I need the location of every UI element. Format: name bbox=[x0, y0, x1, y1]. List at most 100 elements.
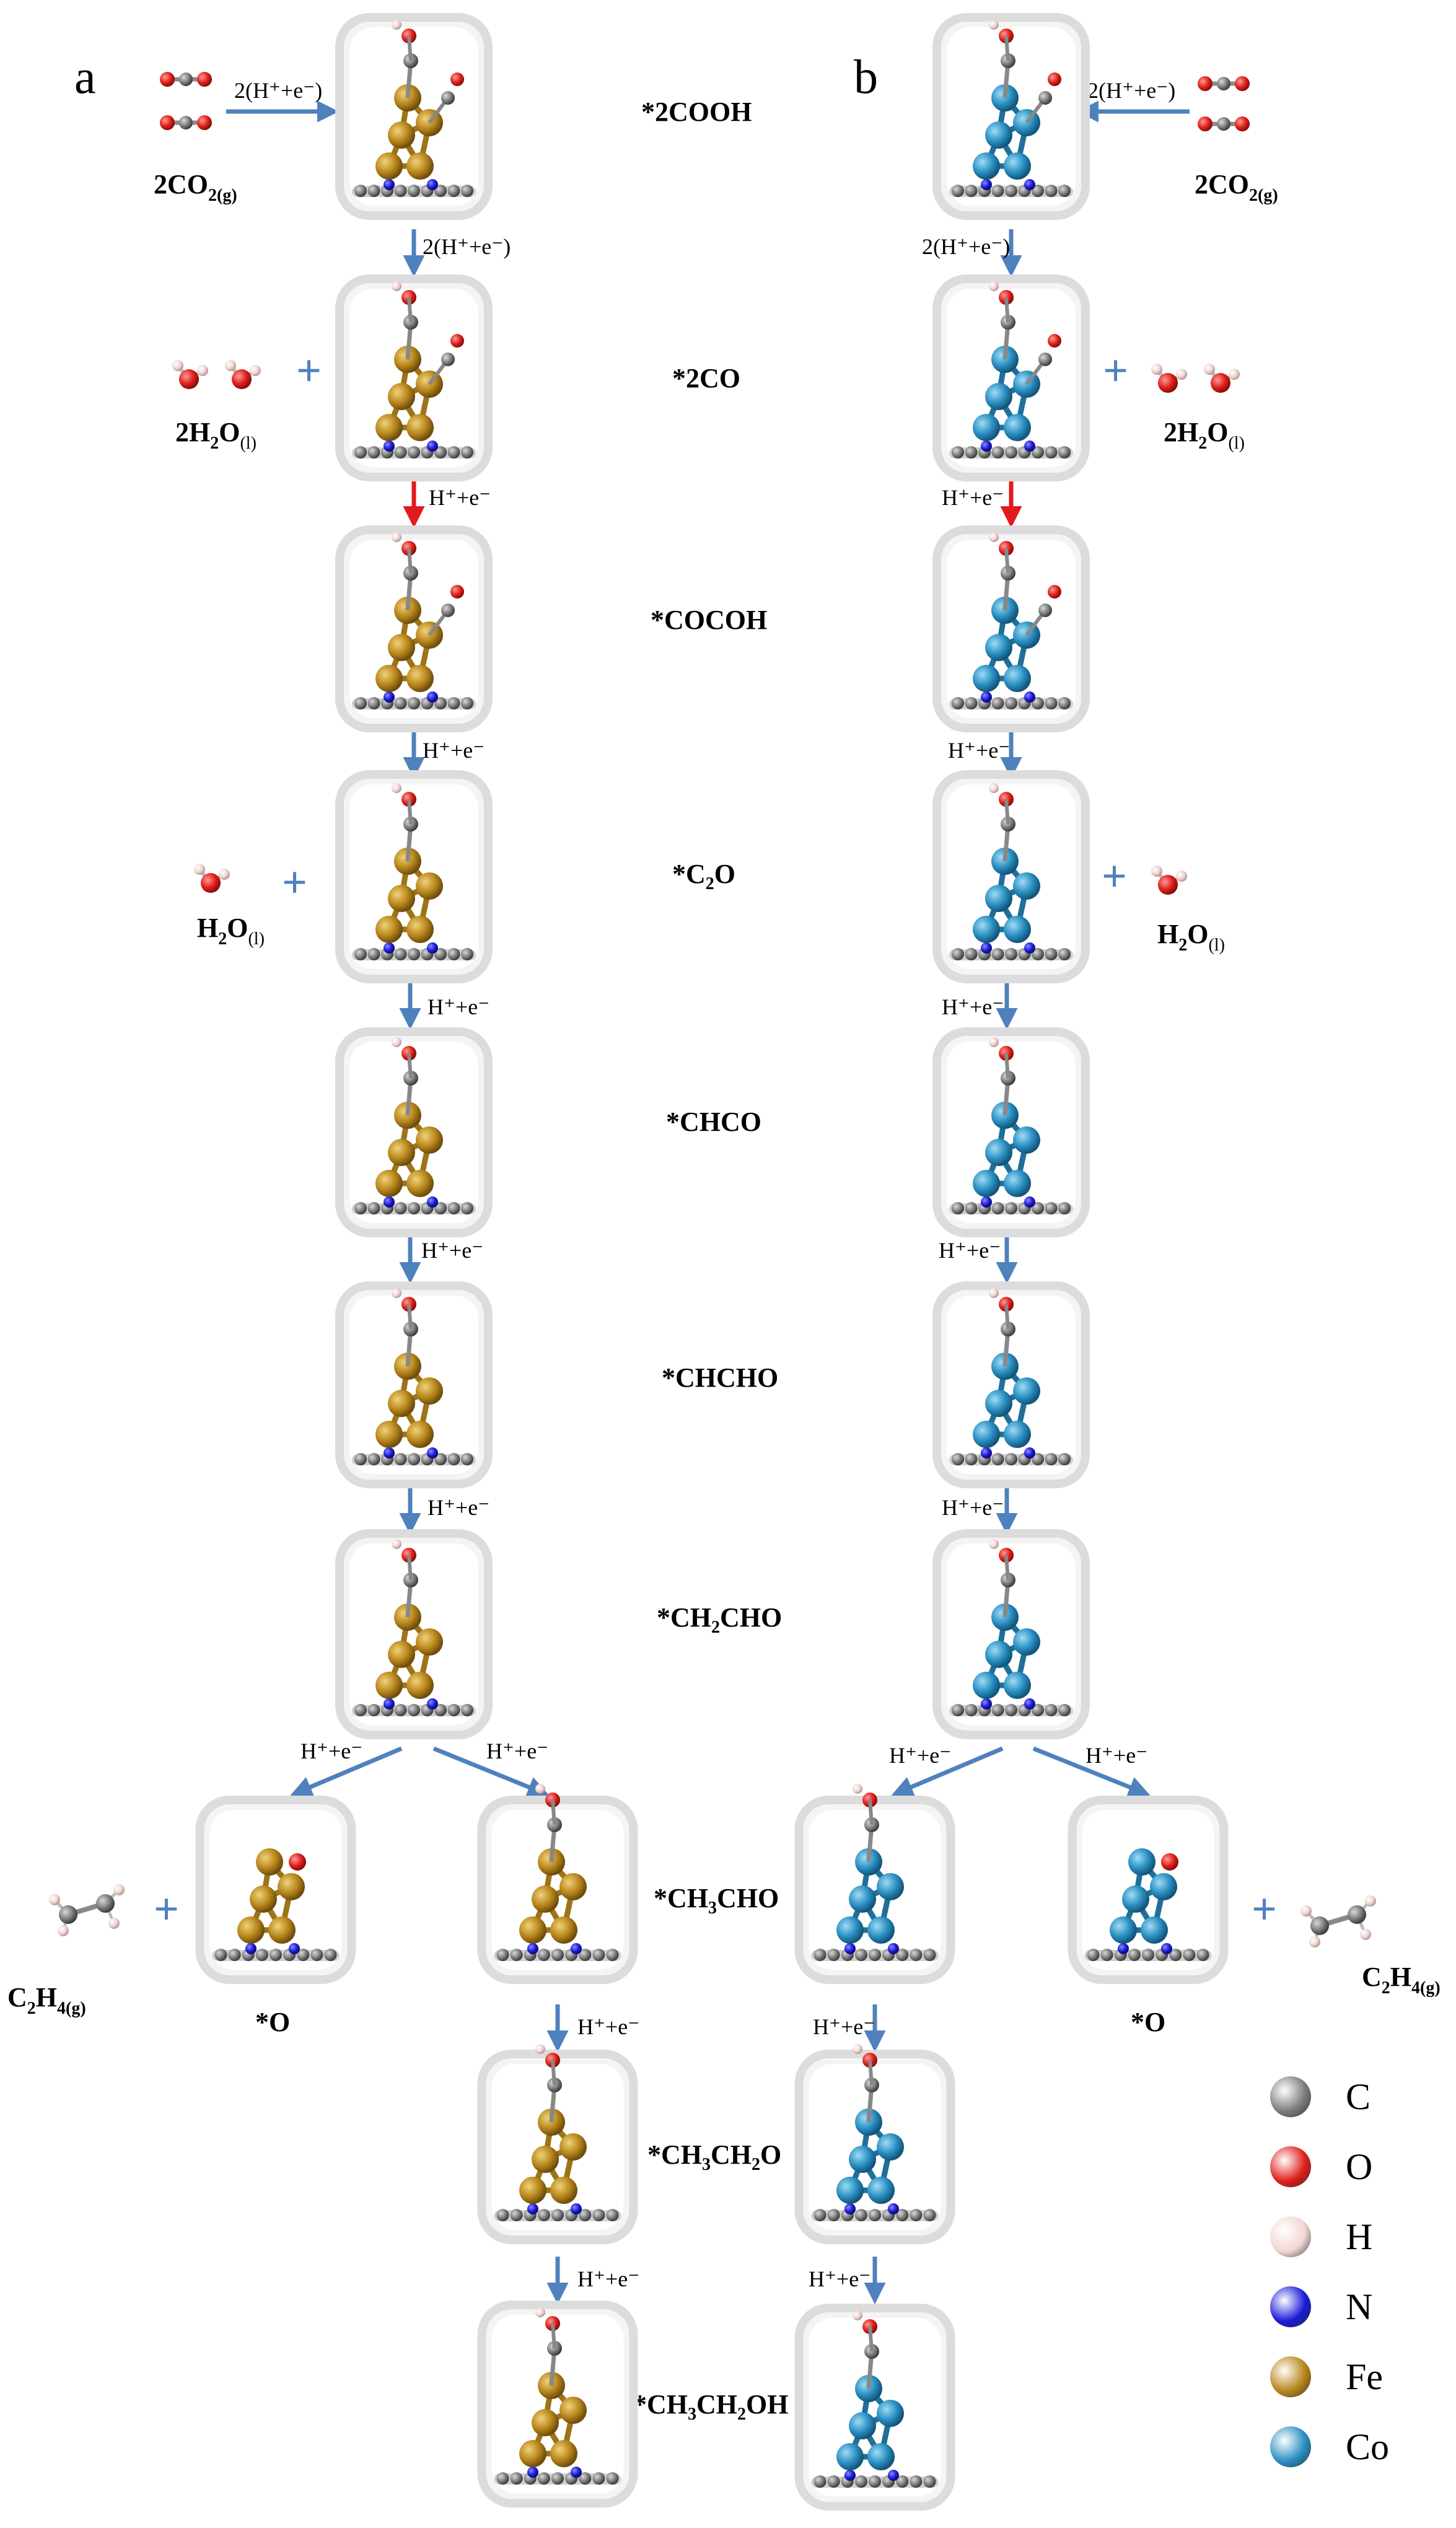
cobalt-atom bbox=[849, 1885, 876, 1913]
oxygen-atom bbox=[1235, 116, 1250, 131]
intermediate-2cooh: *2COOH bbox=[641, 97, 752, 127]
plus-a-c2h4: + bbox=[154, 1884, 179, 1934]
iron-atom bbox=[375, 916, 403, 943]
hydrogen-atom bbox=[250, 365, 261, 376]
hydrogen-atom bbox=[49, 1894, 60, 1905]
substrate-carbon-atom bbox=[606, 2209, 619, 2221]
hydrogen-atom bbox=[1176, 369, 1187, 380]
cobalt-atom bbox=[1013, 1126, 1040, 1154]
cobalt-atom bbox=[1013, 1628, 1040, 1656]
oxygen-atom bbox=[1158, 875, 1178, 895]
iron-atom bbox=[268, 1916, 296, 1944]
bond bbox=[407, 1304, 413, 1330]
nitrogen-atom bbox=[981, 441, 992, 452]
substrate-carbon-atom bbox=[434, 948, 447, 960]
label-b-o-adsorbate: *O bbox=[1131, 2007, 1165, 2037]
hydrogen-atom bbox=[989, 20, 999, 30]
legend-ball-o bbox=[1270, 2146, 1311, 2187]
substrate-carbon-atom bbox=[461, 185, 473, 197]
structure-inner bbox=[947, 1042, 1076, 1223]
substrate-carbon-atom bbox=[447, 1453, 460, 1465]
hydrogen-atom bbox=[392, 1037, 401, 1047]
hydrogen-atom bbox=[1229, 369, 1240, 380]
fe-structure-step-2 bbox=[335, 274, 493, 481]
substrate-carbon-atom bbox=[408, 1704, 420, 1716]
bond bbox=[1004, 1555, 1010, 1581]
substrate-carbon-atom bbox=[367, 1453, 380, 1465]
hydrogen-atom bbox=[989, 532, 999, 542]
substrate-carbon-atom bbox=[991, 948, 1004, 960]
oxygen-atom bbox=[1048, 585, 1061, 599]
hydrogen-atom bbox=[853, 2044, 862, 2054]
iron-atom bbox=[256, 1848, 283, 1876]
species-b-c2h4: C2H4(g) bbox=[1362, 1962, 1441, 1998]
iron-atom bbox=[406, 414, 434, 441]
nitrogen-atom bbox=[571, 1943, 582, 1954]
step-label-b-split-left: H⁺+e⁻ bbox=[889, 1743, 951, 1768]
oxygen-atom bbox=[1198, 116, 1213, 131]
legend-label-h: H bbox=[1346, 2216, 1373, 2257]
substrate-carbon-atom bbox=[1005, 185, 1017, 197]
substrate-carbon-atom bbox=[1100, 1949, 1113, 1961]
hydrogen-atom bbox=[219, 869, 230, 880]
cobalt-atom bbox=[1013, 872, 1040, 900]
legend-item-fe: Fe bbox=[1270, 2353, 1419, 2423]
cobalt-atom bbox=[1004, 414, 1031, 441]
substrate-carbon-atom bbox=[408, 697, 420, 709]
substrate-carbon-atom bbox=[537, 1949, 550, 1961]
oxygen-atom bbox=[160, 115, 175, 130]
intermediate-chco: *CHCO bbox=[666, 1107, 761, 1137]
hydrogen-atom bbox=[194, 864, 205, 875]
substrate-carbon-atom bbox=[869, 2475, 881, 2488]
iron-atom bbox=[416, 1377, 443, 1405]
fe-structure-step-6 bbox=[335, 1281, 493, 1488]
iron-atom bbox=[406, 1170, 434, 1197]
nitrogen-atom bbox=[571, 2467, 582, 2478]
substrate-carbon-atom bbox=[310, 1949, 323, 1961]
substrate-carbon-atom bbox=[991, 1453, 1004, 1465]
substrate-carbon-atom bbox=[1058, 185, 1071, 197]
oxygen-atom bbox=[232, 369, 252, 389]
substrate-carbon-atom bbox=[1032, 697, 1044, 709]
co-structure-step-1 bbox=[932, 13, 1090, 220]
carbon-atom bbox=[179, 72, 193, 86]
nitrogen-atom bbox=[384, 1447, 395, 1459]
molecule-layer bbox=[49, 72, 1376, 1947]
substrate-carbon-atom bbox=[854, 1949, 867, 1961]
substrate-carbon-atom bbox=[1005, 446, 1017, 459]
hydrogen-atom bbox=[535, 1784, 545, 1794]
cobalt-atom bbox=[1150, 1873, 1177, 1900]
cobalt-atom bbox=[867, 2443, 895, 2470]
oxygen-atom bbox=[450, 585, 464, 599]
iron-atom bbox=[388, 1390, 415, 1417]
substrate-carbon-atom bbox=[827, 2209, 840, 2221]
substrate-carbon-atom bbox=[923, 2209, 936, 2221]
substrate-carbon-atom bbox=[606, 1949, 619, 1961]
oxygen-atom bbox=[179, 369, 199, 389]
nitrogen-atom bbox=[844, 2203, 856, 2214]
hydrogen-atom bbox=[853, 1784, 862, 1794]
intermediate-ch3ch2oh: *CH3CH2OH bbox=[633, 2389, 788, 2424]
iron-atom bbox=[559, 1873, 587, 1900]
substrate-carbon-atom bbox=[447, 697, 460, 709]
hydrogen-atom bbox=[1204, 364, 1215, 375]
carbon-atom bbox=[179, 116, 193, 129]
substrate-carbon-atom bbox=[991, 446, 1004, 459]
substrate-carbon-atom bbox=[367, 1202, 380, 1214]
water-molecule bbox=[225, 360, 261, 389]
substrate-carbon-atom bbox=[1005, 948, 1017, 960]
substrate-carbon-atom bbox=[461, 948, 473, 960]
substrate-carbon-atom bbox=[461, 1704, 473, 1716]
intermediate-chcho: *CHCHO bbox=[662, 1363, 778, 1393]
cobalt-atom bbox=[1004, 916, 1031, 943]
substrate-carbon-atom bbox=[1169, 1949, 1182, 1961]
cobalt-atom bbox=[1004, 1170, 1031, 1197]
legend-label-co: Co bbox=[1346, 2426, 1390, 2467]
bond bbox=[407, 1555, 413, 1581]
substrate-carbon-atom bbox=[965, 1453, 978, 1465]
substrate-carbon-atom bbox=[394, 948, 407, 960]
species-a-c2h4: C2H4(g) bbox=[7, 1982, 86, 2018]
nitrogen-atom bbox=[981, 1196, 992, 1208]
oxygen-atom bbox=[1235, 76, 1250, 91]
iron-atom bbox=[532, 2146, 559, 2173]
